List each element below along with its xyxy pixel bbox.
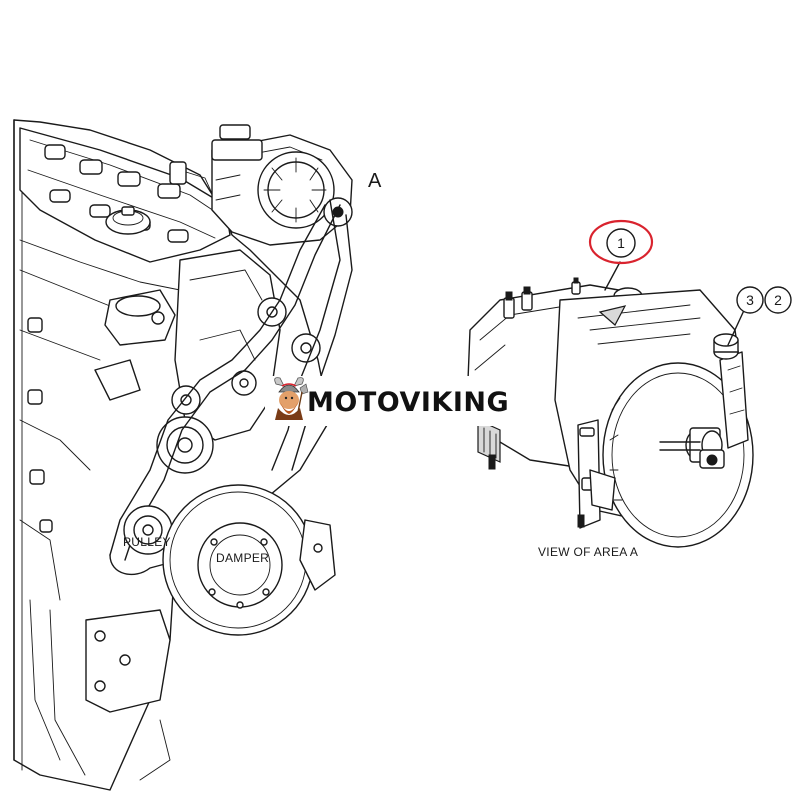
- damper-label: DAMPER: [216, 551, 269, 565]
- highlight-ring: [588, 219, 654, 265]
- callout-2: 2: [764, 286, 792, 314]
- callout-1: 1: [588, 219, 654, 265]
- watermark: MOTOVIKING: [265, 376, 535, 426]
- viking-mascot-icon: [274, 377, 309, 420]
- area-marker-label: A: [368, 170, 382, 192]
- engine-drawing: [13, 119, 353, 791]
- view-caption: VIEW OF AREA A: [538, 545, 638, 559]
- callout-3-label: 3: [746, 292, 754, 308]
- callout-1-leader: [604, 261, 621, 291]
- alternator: [211, 124, 353, 246]
- callout-1-label: 1: [617, 235, 625, 251]
- callout-2-label: 2: [774, 292, 782, 308]
- callout-3-leader: [727, 305, 747, 346]
- callout-3: 3: [736, 286, 764, 314]
- watermark-background: [265, 376, 535, 426]
- damper: [162, 484, 314, 636]
- watermark-brand-text: MOTOVIKING: [307, 387, 509, 418]
- pulley-label: PULLEY: [123, 535, 171, 549]
- serpentine-belt: [109, 199, 353, 576]
